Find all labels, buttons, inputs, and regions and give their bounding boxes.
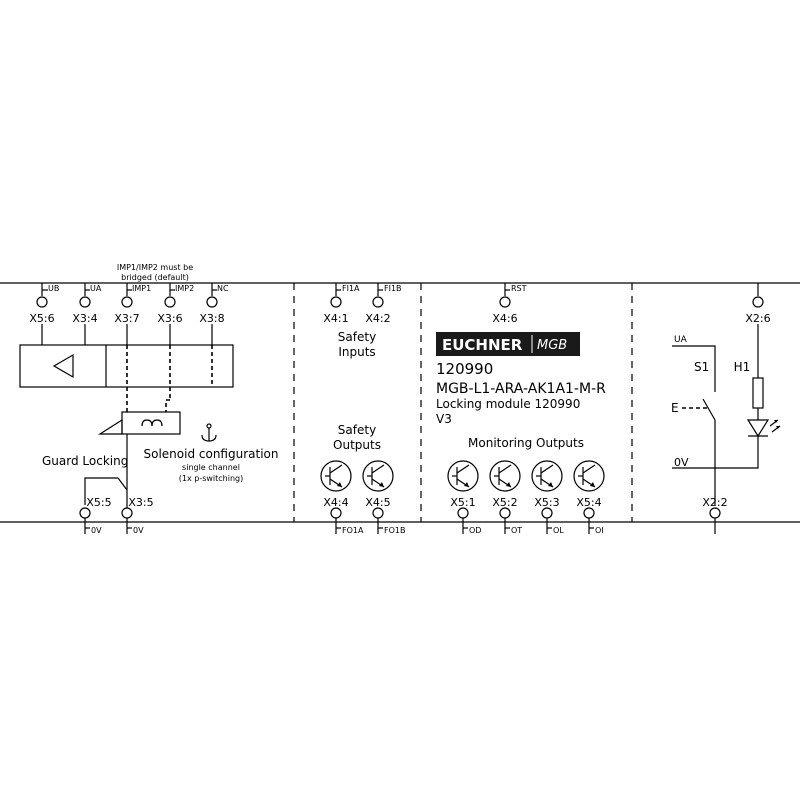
amplifier-icon <box>52 353 74 379</box>
terminal-x4-6: RST X4:6 <box>492 283 527 325</box>
euchner-logo: EUCHNER MGB <box>436 332 580 356</box>
terminal-x3-7: IMP1 X3:7 <box>114 283 151 345</box>
svg-text:0V: 0V <box>674 456 689 469</box>
svg-text:X5:5: X5:5 <box>86 496 111 509</box>
product-description: Locking module 120990 <box>436 397 580 411</box>
svg-text:FI1A: FI1A <box>342 284 360 293</box>
terminal-x2-2: X2:2 <box>702 496 728 534</box>
terminal-x3-5: X3:5 0V <box>121 496 154 535</box>
svg-text:X3:5: X3:5 <box>128 496 153 509</box>
safety-outputs-label-2: Outputs <box>333 438 381 452</box>
svg-text:X5:6: X5:6 <box>29 312 54 325</box>
terminal-x5-6: UB X5:6 <box>29 283 59 345</box>
ground-rail: 0V <box>672 456 759 469</box>
actuator-wedge <box>97 418 123 435</box>
switch-s1: UA S1 E <box>671 335 716 505</box>
svg-text:0V: 0V <box>91 526 102 535</box>
transistor-x5-4: X5:4OI <box>573 460 605 535</box>
svg-text:X3:4: X3:4 <box>72 312 97 325</box>
coil-icon <box>141 419 163 427</box>
product-number: 120990 <box>436 360 493 378</box>
lamp-h1: H1 <box>734 360 781 466</box>
svg-text:NC: NC <box>217 284 229 293</box>
transistor-x5-1: X5:1OD <box>447 460 481 535</box>
terminal-label: X5:4 <box>576 496 601 509</box>
svg-text:FI1B: FI1B <box>384 284 402 293</box>
svg-text:X3:8: X3:8 <box>199 312 224 325</box>
terminal-label: X4:4 <box>323 496 348 509</box>
svg-text:MGB: MGB <box>537 338 567 353</box>
terminal-x3-6: IMP2 X3:6 <box>157 283 194 345</box>
svg-text:RST: RST <box>511 284 527 293</box>
bridge-note-line2: bridged (default) <box>121 273 189 282</box>
svg-text:UB: UB <box>48 284 59 293</box>
solenoid-config-sub1: single channel <box>182 463 240 472</box>
svg-text:UA: UA <box>674 335 688 345</box>
svg-text:X3:6: X3:6 <box>157 312 182 325</box>
svg-text:X4:1: X4:1 <box>323 312 348 325</box>
svg-text:E: E <box>671 401 679 415</box>
guard-locking-contact <box>84 477 128 505</box>
svg-text:X4:2: X4:2 <box>365 312 390 325</box>
safety-outputs-label-1: Safety <box>338 423 376 437</box>
safety-inputs-label-1: Safety <box>338 330 376 344</box>
terminal-x4-1: FI1A X4:1 <box>323 283 360 325</box>
signal-label: OI <box>595 526 604 535</box>
terminal-label: X5:1 <box>450 496 475 509</box>
bridge-note-line1: IMP1/IMP2 must be <box>117 263 193 272</box>
svg-text:UA: UA <box>90 284 102 293</box>
terminal-label: X5:3 <box>534 496 559 509</box>
signal-label: OD <box>469 526 481 535</box>
ground-anchor-icon <box>201 423 217 442</box>
safety-inputs-label-2: Inputs <box>338 345 375 359</box>
terminal-x3-8: NC X3:8 <box>199 283 229 345</box>
transistor-x5-3: X5:3OL <box>531 460 564 535</box>
signal-label: FO1B <box>384 526 405 535</box>
terminal-x4-2: FI1B X4:2 <box>365 283 402 325</box>
svg-text:0V: 0V <box>133 526 144 535</box>
svg-text:EUCHNER: EUCHNER <box>442 336 523 354</box>
solenoid-config-sub2: (1x p-switching) <box>179 474 243 483</box>
terminal-x3-4: UA X3:4 <box>72 283 102 345</box>
product-version: V3 <box>436 412 452 426</box>
terminal-label: X4:5 <box>365 496 390 509</box>
terminal-x5-5: X5:5 0V <box>79 496 112 535</box>
solenoid-config-title: Solenoid configuration <box>144 447 279 461</box>
svg-text:IMP2: IMP2 <box>175 284 194 293</box>
svg-text:H1: H1 <box>734 360 751 374</box>
signal-label: FO1A <box>342 526 364 535</box>
monitoring-outputs-label: Monitoring Outputs <box>468 436 584 450</box>
svg-text:IMP1: IMP1 <box>132 284 151 293</box>
svg-text:S1: S1 <box>694 360 709 374</box>
terminal-x2-6: X2:6 <box>745 283 771 378</box>
signal-label: OT <box>511 526 522 535</box>
svg-text:X3:7: X3:7 <box>114 312 139 325</box>
signal-label: OL <box>553 526 564 535</box>
guard-locking-label: Guard Locking <box>42 454 128 468</box>
svg-text:X2:6: X2:6 <box>745 312 770 325</box>
product-model: MGB-L1-ARA-AK1A1-M-R <box>436 381 606 397</box>
terminal-label: X5:2 <box>492 496 517 509</box>
transistor-x5-2: X5:2OT <box>489 460 522 535</box>
svg-text:X2:2: X2:2 <box>702 496 727 509</box>
svg-text:X4:6: X4:6 <box>492 312 517 325</box>
